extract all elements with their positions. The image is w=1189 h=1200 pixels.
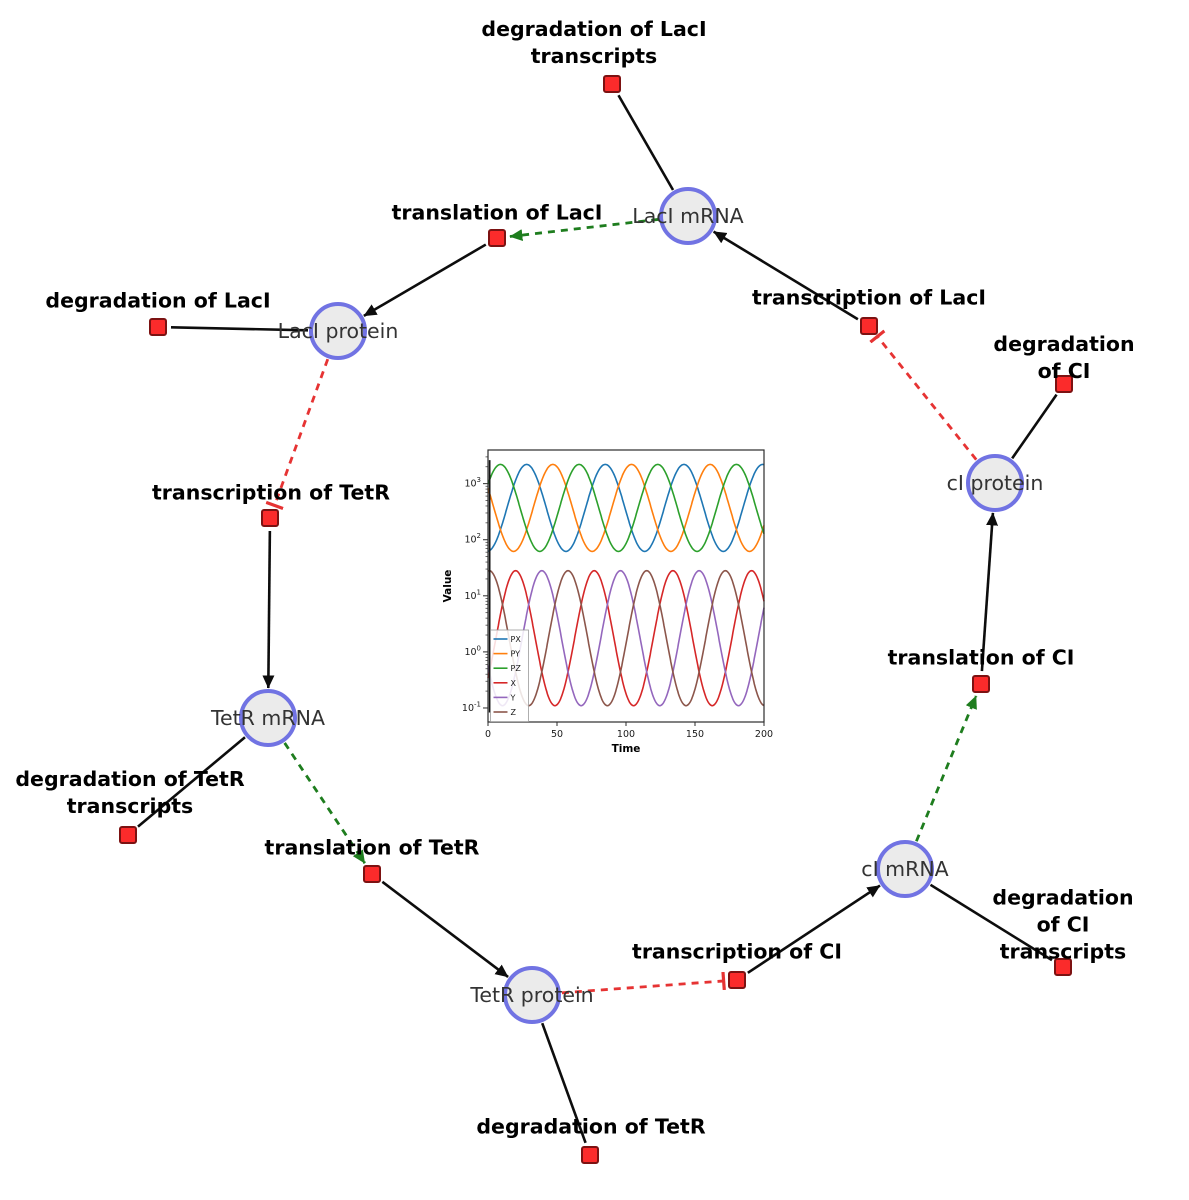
reaction-label-transcription_tetr: transcription of TetR [151,480,391,505]
edge-production-transcription_tetr-tetr_mrna [262,530,275,689]
edge-production-translation_tetr-tetr_protein [381,880,509,978]
y-tick-label: 100 [464,644,481,658]
edge-consumption-ci_protein-deg_ci [1011,393,1058,460]
edge-inhibition-ci_protein-transcription_laci [869,329,978,461]
y-tick-label: 102 [464,532,481,546]
species-node-laci_protein [309,302,367,360]
reaction-node-deg_tetr_tx [119,826,137,844]
edge-production-translation_ci-ci_protein [980,512,999,672]
reaction-node-deg_ci [1055,375,1073,393]
species-node-ci_protein [966,454,1024,512]
y-tick-label: 101 [464,588,481,602]
chart-series [487,463,765,707]
species-label-tetr_mrna: TetR mRNA [210,706,326,730]
edge-production-transcription_ci-ci_mrna [747,884,881,974]
x-tick-label: 100 [617,729,635,740]
chart-series-X [487,569,765,707]
reaction-label-translation_laci: translation of LacI [391,200,603,225]
reaction-label-deg_ci: degradation of CI [993,331,1135,383]
species-label-laci_protein: LacI protein [277,319,399,343]
reaction-label-deg_laci: degradation of LacI [45,288,271,313]
species-node-laci_mrna [659,187,717,245]
edge-consumption-ci_mrna-deg_ci_tx [929,883,1053,962]
species-label-ci_mrna: cI mRNA [861,857,949,881]
y-tick-label: 103 [464,476,481,490]
reaction-label-transcription_ci: transcription of CI [632,939,842,964]
legend-label-Z: Z [511,708,517,717]
chart-series-PX [487,463,765,553]
edge-consumption-laci_mrna-deg_laci_tx [617,94,675,191]
reaction-label-deg_tetr_tx: degradation of TetR transcripts [15,766,245,818]
chart-series-PZ [487,463,765,553]
plot-border [487,449,765,723]
species-node-ci_mrna [876,840,934,898]
species-label-tetr_protein: TetR protein [470,983,594,1007]
reaction-node-transcription_tetr [261,509,279,527]
reaction-label-translation_tetr: translation of TetR [264,835,480,860]
reaction-label-deg_tetr: degradation of TetR [476,1114,706,1139]
reaction-label-deg_laci_tx: degradation of LacI transcripts [481,16,707,68]
chart-series-PY [487,463,765,553]
legend-label-X: X [511,679,517,688]
x-tick-label: 200 [755,729,773,740]
chart-series-Z [487,569,765,707]
edge-consumption-tetr_protein-deg_tetr [541,1022,587,1144]
edge-consumption-tetr_mrna-deg_tetr_tx [137,736,246,828]
legend-label-PX: PX [511,635,522,644]
reaction-node-transcription_laci [860,317,878,335]
reaction-node-transcription_ci [728,971,746,989]
reaction-node-translation_laci [488,229,506,247]
y-tick-label: 10-1 [462,700,481,714]
legend-label-Y: Y [510,693,516,702]
species-label-laci_mrna: LacI mRNA [632,204,744,228]
edge-production-translation_laci-laci_protein [363,243,487,317]
chart-legend: PX PY PZ XYZ [490,629,529,722]
reaction-label-translation_ci: translation of CI [887,645,1075,670]
x-tick-label: 150 [686,729,704,740]
edge-modifier-ci_mrna-translation_ci [915,695,978,842]
edge-consumption-laci_protein-deg_laci [170,325,309,332]
edge-inhibition-tetr_protein-transcription_ci [561,971,726,995]
x-axis-label: Time [612,743,641,755]
x-tick-label: 0 [485,729,491,740]
reaction-node-deg_laci_tx [603,75,621,93]
edge-modifier-tetr_mrna-translation_tetr [283,742,366,864]
reaction-node-translation_tetr [363,865,381,883]
reaction-node-deg_ci_tx [1054,958,1072,976]
y-axis-label: Value [442,570,454,603]
reaction-node-deg_tetr [581,1146,599,1164]
species-label-ci_protein: cI protein [946,471,1044,495]
reaction-node-translation_ci [972,675,990,693]
x-tick-label: 50 [551,729,563,740]
reaction-label-transcription_laci: transcription of LacI [752,285,986,310]
chart-series-Y [487,569,765,707]
edge-production-transcription_laci-laci_mrna [712,230,859,321]
species-node-tetr_protein [503,966,561,1024]
legend-label-PY: PY [511,650,521,659]
species-node-tetr_mrna [239,689,297,747]
legend-label-PZ: PZ [511,664,522,673]
reaction-node-deg_laci [149,318,167,336]
reaction-label-deg_ci_tx: degradation of CI transcripts [992,885,1134,964]
